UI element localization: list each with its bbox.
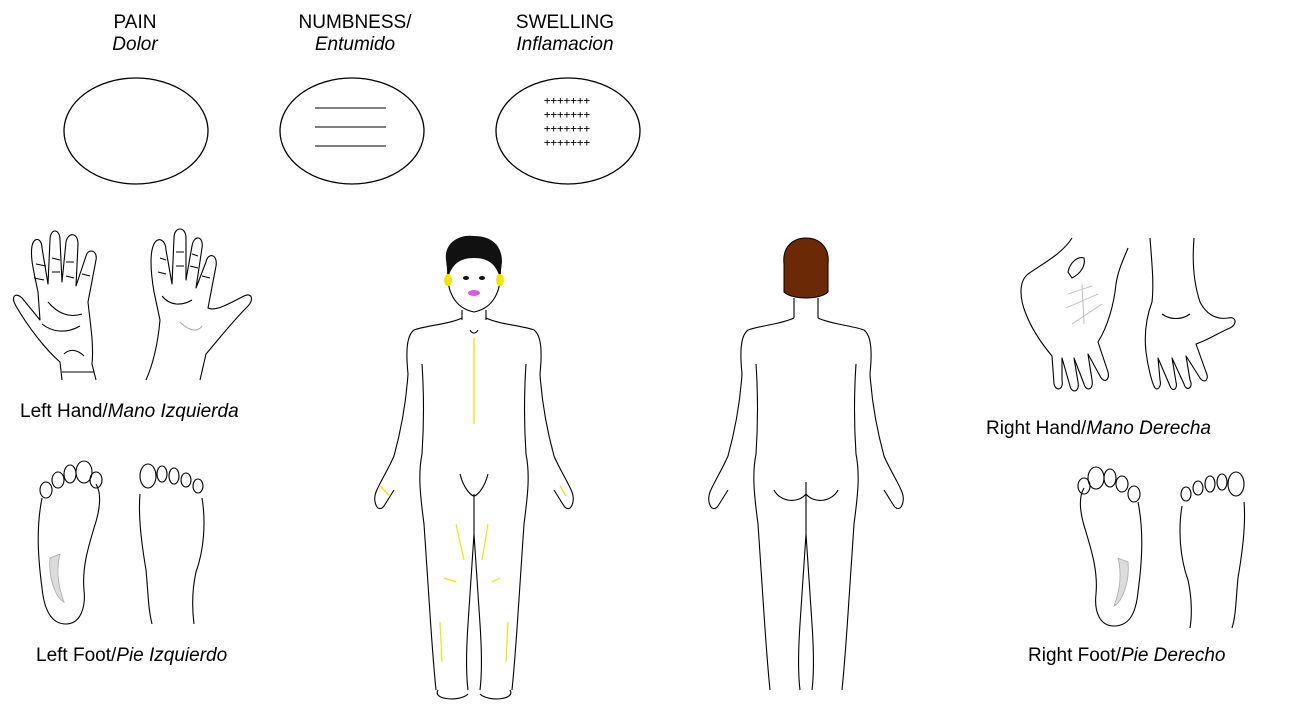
legend-pain-title: PAIN: [60, 12, 210, 34]
right-hand-back-drawing: [1142, 234, 1242, 394]
right-foot-caption-es: Pie Derecho: [1121, 645, 1226, 666]
swelling-marks: +++++++ +++++++ +++++++ +++++++: [527, 94, 607, 150]
legend-pain: PAIN Dolor: [60, 12, 210, 56]
front-body-figure: [360, 234, 590, 706]
right-hand-caption: Right Hand/Mano Derecha: [986, 418, 1211, 440]
legend-swelling-title: SWELLING: [490, 12, 640, 34]
legend-numbness: NUMBNESS/ Entumido: [280, 12, 430, 56]
numbness-symbol-ellipse: [278, 76, 426, 186]
right-hand-caption-es: Mano Derecha: [1086, 418, 1211, 439]
pain-symbol-ellipse: [62, 76, 210, 186]
left-foot-top-drawing: [132, 458, 214, 628]
front-ear-right: [496, 274, 504, 286]
swelling-mark-row: +++++++: [527, 108, 607, 122]
left-hand-palm-drawing: [8, 222, 126, 384]
right-foot-sole-drawing: [1070, 466, 1148, 630]
swelling-mark-row: +++++++: [527, 136, 607, 150]
left-hand-back-drawing: [140, 222, 258, 384]
swelling-mark-row: +++++++: [527, 94, 607, 108]
left-foot-caption-en: Left Foot/: [36, 645, 116, 666]
left-foot-caption: Left Foot/Pie Izquierdo: [36, 645, 227, 667]
legend-numbness-title: NUMBNESS/: [280, 12, 430, 34]
right-foot-caption: Right Foot/Pie Derecho: [1028, 645, 1226, 667]
swelling-mark-row: +++++++: [527, 122, 607, 136]
front-hair: [446, 236, 502, 278]
right-hand-palm-drawing: [1012, 234, 1134, 394]
front-lips: [468, 290, 480, 296]
back-body-figure: [700, 234, 912, 706]
legend-pain-subtitle: Dolor: [60, 34, 210, 56]
right-foot-top-drawing: [1170, 466, 1252, 630]
left-foot-sole-drawing: [32, 458, 110, 628]
left-hand-caption-es: Mano Izquierda: [108, 401, 239, 422]
front-eye-right: [479, 276, 485, 280]
legend-numbness-subtitle: Entumido: [280, 34, 430, 56]
front-ear-left: [444, 274, 452, 286]
legend-swelling: SWELLING Inflamacion: [490, 12, 640, 56]
right-foot-caption-en: Right Foot/: [1028, 645, 1121, 666]
right-hand-caption-en: Right Hand/: [986, 418, 1086, 439]
front-eye-left: [463, 276, 469, 280]
back-hair: [784, 238, 828, 298]
legend-swelling-subtitle: Inflamacion: [490, 34, 640, 56]
left-hand-caption-en: Left Hand/: [20, 401, 108, 422]
left-hand-caption: Left Hand/Mano Izquierda: [20, 401, 239, 423]
left-foot-caption-es: Pie Izquierdo: [116, 645, 227, 666]
